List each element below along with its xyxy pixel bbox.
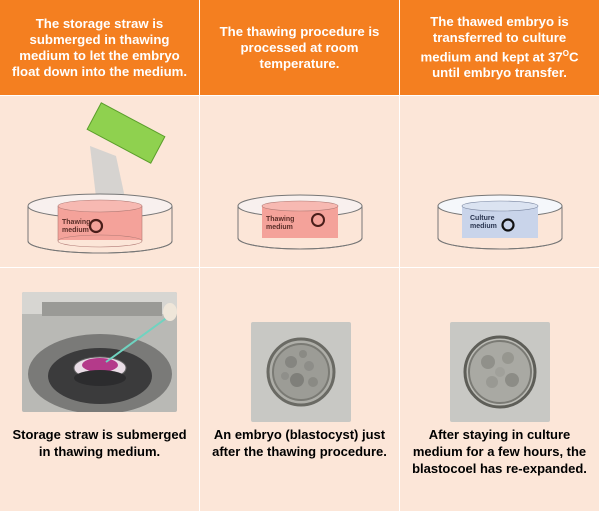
header-step-3: The thawed embryo is transferred to cult… — [400, 0, 600, 95]
thawing-dish-illustration: Thawing medium — [237, 194, 363, 250]
embryo-icon — [88, 218, 104, 234]
blastocyst-photo — [251, 322, 351, 422]
header-step-3-text: The thawed embryo is transferred to cult… — [408, 14, 591, 81]
caption-step-1: Storage straw is submerged in thawing me… — [12, 427, 187, 459]
expanded-blastocyst-photo — [450, 322, 550, 422]
diagram-step-2: Thawing medium — [200, 95, 400, 267]
header-step-1-text: The storage straw is submerged in thawin… — [11, 15, 188, 79]
header-step-3-prefix: The thawed embryo is transferred to cult… — [420, 13, 569, 65]
embryo-icon — [311, 213, 325, 227]
storage-straw-icon — [86, 102, 166, 164]
dish-with-straw-illustration: Thawing medium — [27, 102, 173, 254]
storage-straw-icon — [105, 313, 173, 363]
photo-panel-3: After staying in culture medium for a fe… — [400, 267, 600, 511]
caption-step-3: After staying in culture medium for a fe… — [412, 427, 587, 476]
header-step-3-suffix: until embryo transfer. — [432, 65, 567, 81]
diagram-step-1: Thawing medium — [0, 95, 200, 267]
header-step-1: The storage straw is submerged in thawin… — [0, 0, 200, 95]
header-step-2-text: The thawing procedure is processed at ro… — [219, 23, 380, 71]
degree-symbol: O — [562, 48, 569, 58]
photo-panel-1: Storage straw is submerged in thawing me… — [0, 267, 200, 511]
dish-label-line-2: medium — [62, 227, 89, 234]
culture-dish-illustration: Culture medium — [437, 194, 563, 250]
microscope-photo — [22, 292, 177, 412]
caption-step-2: An embryo (blastocyst) just after the th… — [212, 427, 387, 459]
header-step-2: The thawing procedure is processed at ro… — [200, 0, 400, 95]
diagram-step-3: Culture medium — [400, 95, 600, 267]
dish-label-line-1: Thawing — [266, 216, 294, 223]
dish-label-line-2: medium — [266, 224, 293, 231]
dish-label-line-2: medium — [470, 223, 497, 230]
dish-label-line-1: Culture — [470, 215, 495, 222]
embryo-icon — [501, 218, 515, 232]
photo-panel-2: An embryo (blastocyst) just after the th… — [200, 267, 400, 511]
dish-label-line-1: Thawing — [62, 219, 90, 226]
header-step-3-unit: C — [568, 49, 579, 65]
